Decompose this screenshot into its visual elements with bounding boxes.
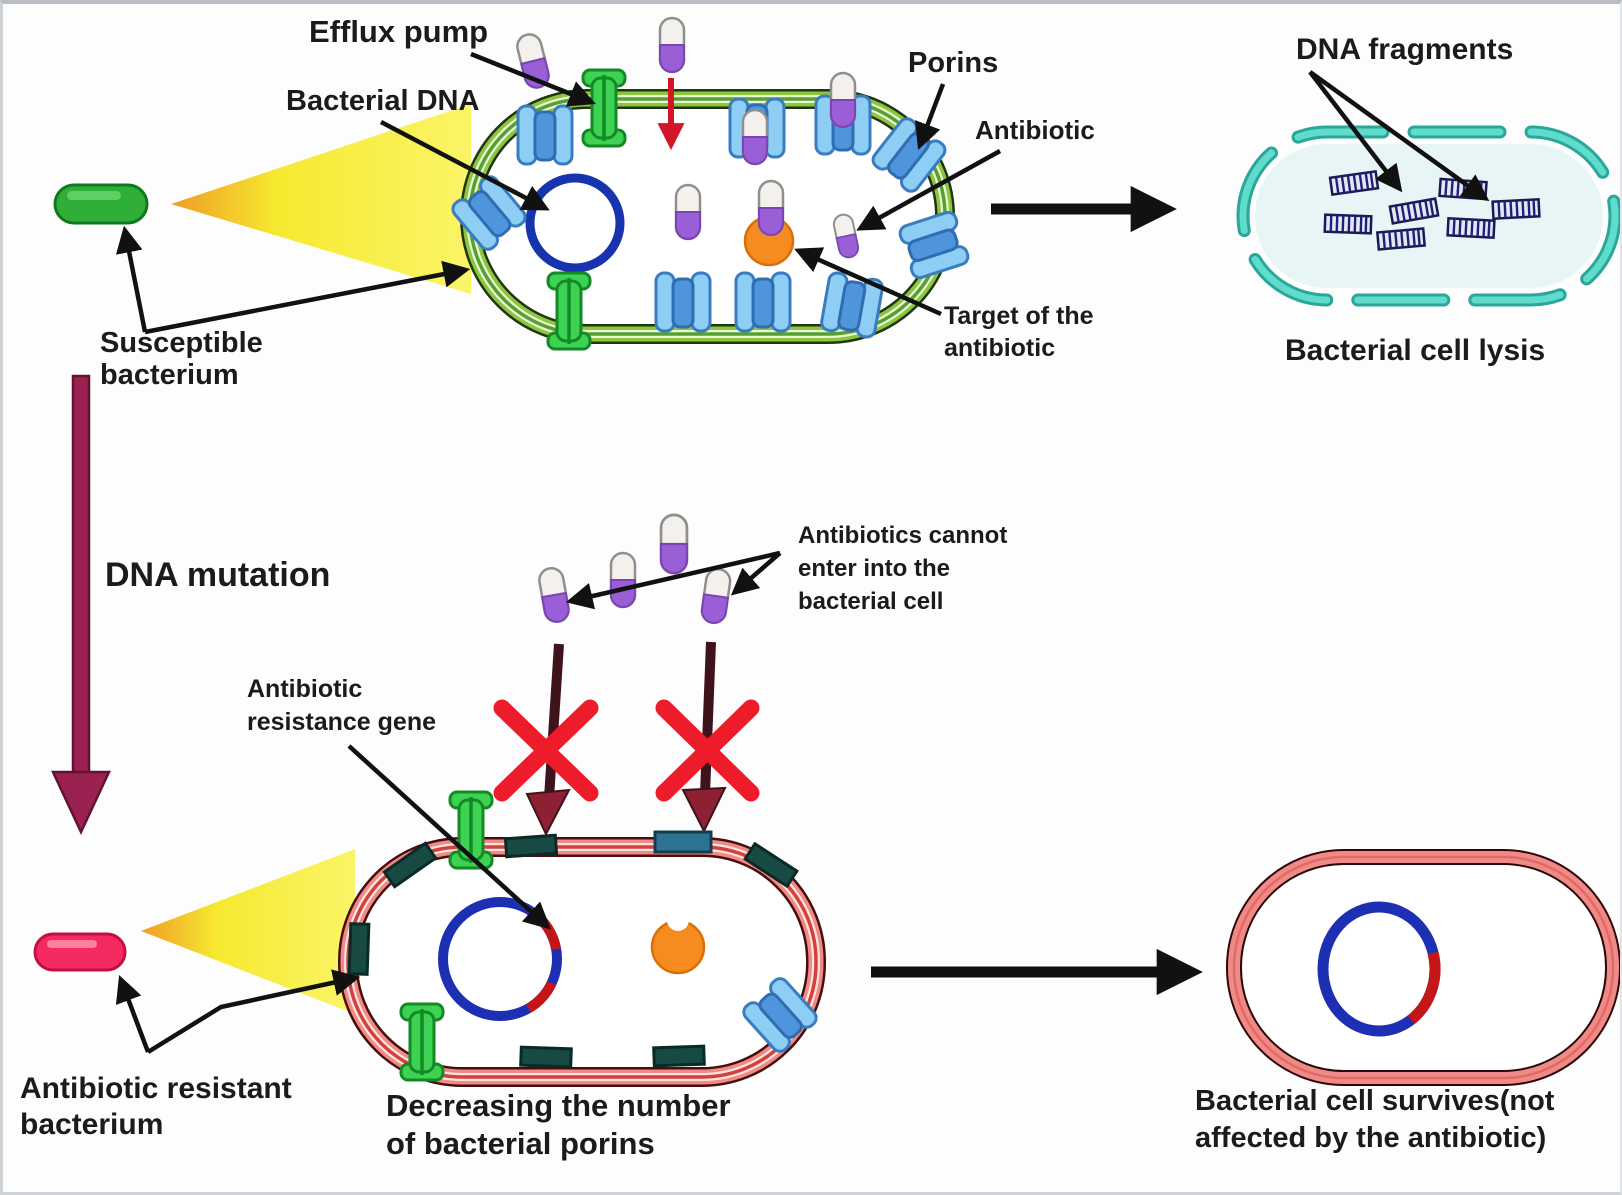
resistance-gene-label-line2: resistance gene [247,708,436,736]
highlight-beam-top [171,104,471,294]
susceptible-bacterium-icon [53,183,149,225]
resistance-gene-label-line1: Antibiotic [247,675,362,703]
dna-fragments-pointer-1 [1308,70,1403,193]
closed-porin-icon [519,1045,573,1069]
dna-mutation-arrow [51,374,111,835]
target-label-line1: Target of the [944,302,1094,330]
antibiotic-capsule-icon [699,566,733,626]
lysed-membrane-fragments-inner [1239,128,1619,304]
dna-fragments-pointer-2 [1308,70,1490,202]
antibiotic-capsule-icon [658,16,686,74]
dna-fragment-icon [1491,198,1541,220]
antibiotic-pointer [856,149,1002,231]
porin-icon [516,104,574,166]
dna-fragment-icon [1323,213,1373,235]
antibiotic-capsule-icon [741,108,769,166]
antibiotic-capsule-icon [674,183,702,241]
susceptible-label-line2: bacterium [100,359,239,391]
lysed-cell [1236,125,1620,307]
blocked-entry-arrow [681,641,727,834]
susceptible-pointer-2 [144,260,471,335]
resistance-gene-segment [525,980,557,1013]
antibiotic-label: Antibiotic [975,115,1095,145]
antibiotic-capsule-icon [536,565,572,625]
dna-fragment-icon [1376,227,1426,251]
porins-label: Porins [908,47,998,79]
blocked-antibiotics [493,513,760,837]
antibiotic-capsule-icon [829,71,857,129]
highlight-beam-bottom [141,849,355,1014]
efflux-pump-label: Efflux pump [309,14,488,49]
x-blocked-icon [493,699,599,802]
x-blocked-icon [655,699,760,802]
closed-porin-icon [347,922,371,976]
resistant-label-line2: bacterium [20,1108,163,1141]
decreasing-label-line2: of bacterial porins [386,1126,655,1161]
bacterial-dna-label: Bacterial DNA [286,85,479,117]
resistant-label-line1: Antibiotic resistant [20,1072,292,1105]
resistant-bacterium-icon [33,932,127,972]
resistant-cell [338,790,826,1087]
antibiotics-cannot-line3: bacterial cell [798,588,943,615]
surviving-cell [1226,849,1620,1086]
antibiotic-capsule-icon [609,551,637,609]
antibiotics-cannot-line1: Antibiotics cannot [798,522,1007,549]
diagram-canvas: Efflux pump Bacterial DNA Porins Antibio… [20,14,1620,1161]
resistance-gene-segment [1407,951,1441,1025]
surviving-plasmid [1317,901,1441,1037]
antibiotics-cannot-line2: enter into the [798,555,950,582]
annotation-lines [115,51,1490,1054]
dna-mutation-label: DNA mutation [105,556,330,594]
target-label-line2: antibiotic [944,334,1055,362]
dna-fragments-label: DNA fragments [1296,33,1513,66]
antibiotic-capsule-icon [659,513,689,575]
closed-porin-icon [653,830,713,854]
closed-porin-icon [652,1044,706,1068]
survives-label-line1: Bacterial cell survives(not [1195,1085,1555,1117]
modified-target-icon [650,909,706,975]
resistant-pointer-1 [115,974,151,1053]
porin-icon [734,271,792,333]
susceptible-pointer-1 [115,225,148,333]
bacterial-dna-pointer [379,120,550,211]
efflux-pump-pointer [470,51,597,107]
target-pointer [794,247,942,317]
susceptible-label-line1: Susceptible [100,327,263,359]
porin-icon [818,270,886,340]
susceptible-cell [448,16,972,351]
closed-porin-icon [503,833,559,859]
dna-fragment-icon [1446,217,1496,239]
porin-icon [654,271,712,333]
decreasing-label-line1: Decreasing the number [386,1088,731,1123]
survives-label-line2: affected by the antibiotic) [1195,1122,1546,1154]
blocked-entry-arrow [525,643,571,837]
antibiotic-capsule-icon [757,179,785,237]
cell-lysis-label: Bacterial cell lysis [1285,334,1545,367]
blocked-antibiotic-pointer-1 [565,550,781,610]
bacterial-dna-plasmid [525,173,625,273]
porins-pointer [914,83,946,151]
resistant-pointer-2 [146,969,361,1054]
antibiotic-capsule-icon [513,30,553,92]
blocked-antibiotic-pointer-2 [730,551,782,596]
resistance-gene-pointer [347,744,551,930]
